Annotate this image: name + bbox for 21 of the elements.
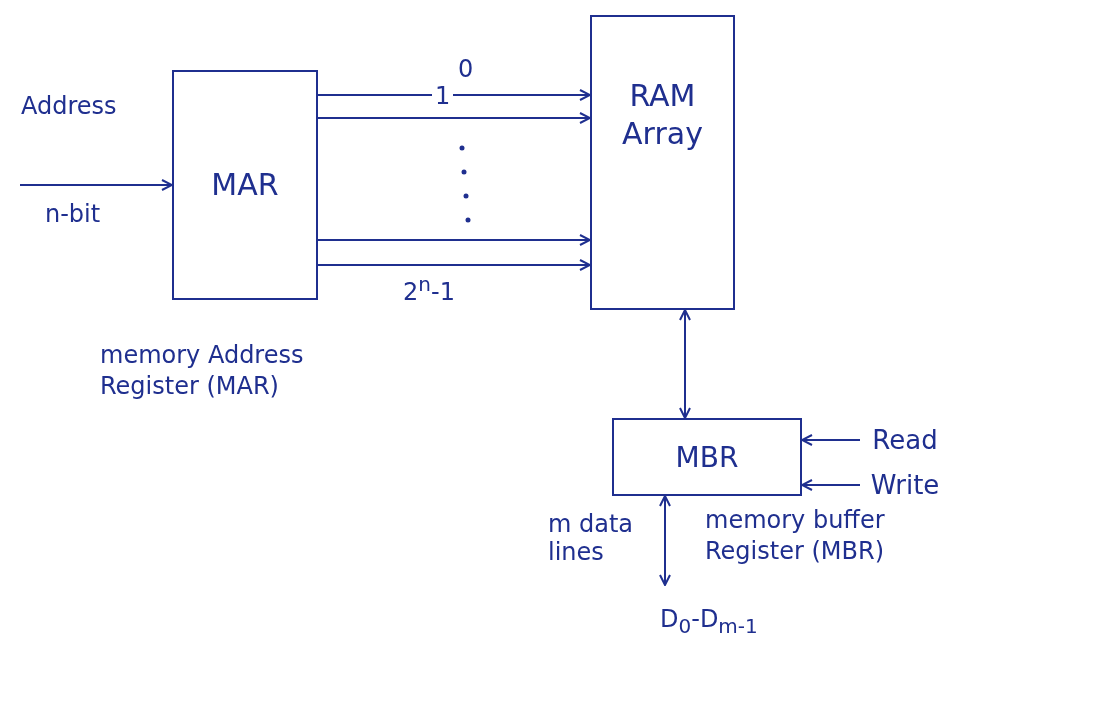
node-label: RAM Array (621, 77, 704, 152)
signal-label: n-bit (45, 200, 101, 228)
register-box (172, 70, 318, 300)
register-caption: memory buffer Register (MBR) (705, 505, 886, 568)
arrow (801, 434, 861, 446)
memory-array-box (590, 15, 735, 310)
arrow (659, 495, 671, 586)
node-label: Write (870, 468, 940, 502)
node-label: Read (872, 423, 938, 457)
arrow (679, 309, 691, 419)
arrow (801, 479, 861, 491)
arrow (317, 259, 591, 271)
signal-label: D$_{0}$-D$_{m-1}$ (660, 605, 758, 638)
arrow (317, 112, 591, 124)
node-label: MAR (211, 166, 279, 204)
arrow (317, 89, 591, 101)
arrow (19, 179, 173, 191)
node-label: MBR (675, 439, 739, 475)
register-box (612, 418, 802, 496)
arrow (317, 234, 591, 246)
register-caption: memory Address Register (MAR) (100, 340, 305, 403)
